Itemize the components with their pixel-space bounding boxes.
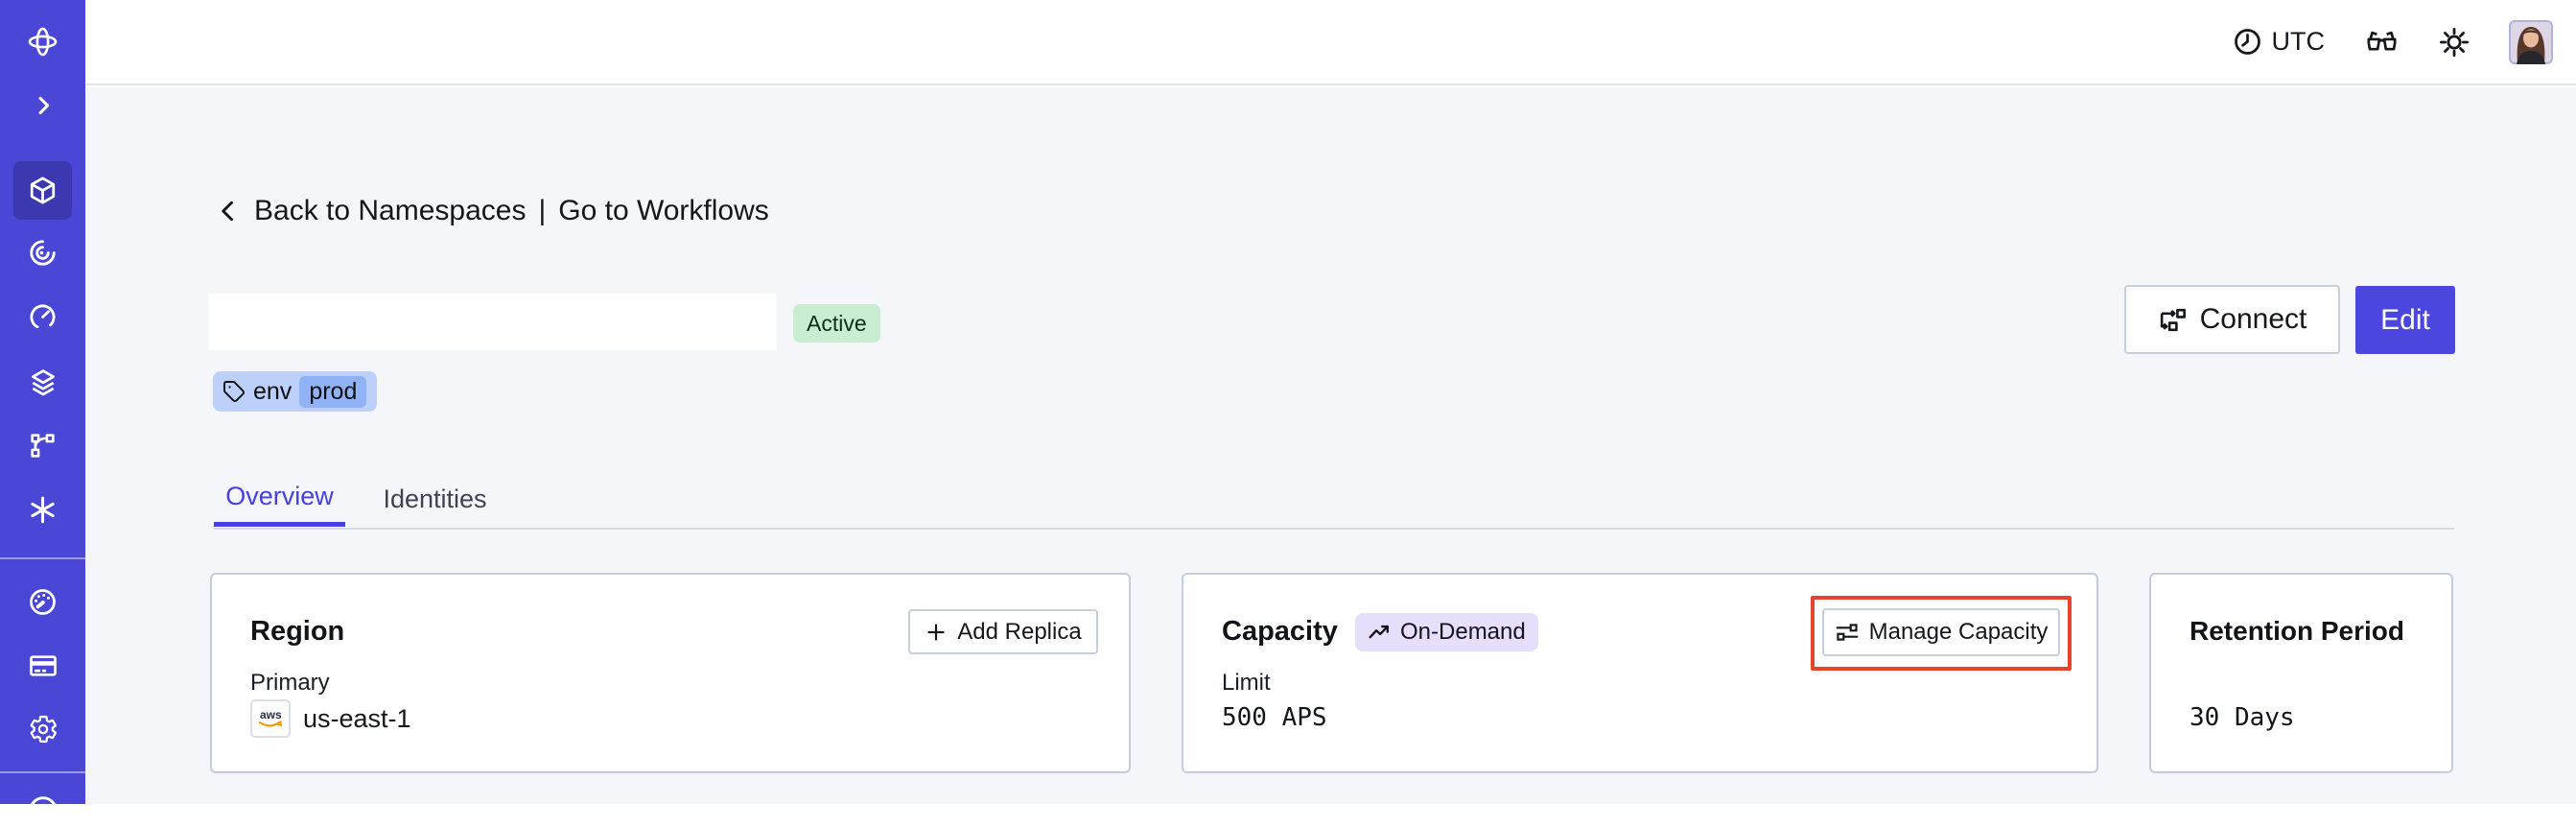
capacity-card: Capacity On-Demand Manage Capacity Limit <box>1182 573 2098 773</box>
sidebar-item-asterisk[interactable] <box>0 495 85 525</box>
tag-value-chip: prod <box>299 376 366 408</box>
namespace-name <box>209 294 777 350</box>
trend-up-icon <box>1368 621 1392 645</box>
sidebar-expand-button[interactable] <box>0 92 85 119</box>
breadcrumb-separator: | <box>538 195 546 227</box>
avatar[interactable] <box>2509 20 2553 64</box>
chevron-right-icon <box>30 92 57 119</box>
topbar-actions: UTC <box>2233 0 2554 83</box>
back-to-namespaces-link[interactable]: Back to Namespaces <box>254 195 526 227</box>
glasses-icon[interactable] <box>2364 28 2400 56</box>
connect-button[interactable]: Connect <box>2124 285 2340 354</box>
sidebar-item-swirl[interactable] <box>0 238 85 268</box>
primary-label: Primary <box>250 669 330 697</box>
theme-sun-icon[interactable] <box>2439 27 2470 58</box>
timezone-label: UTC <box>2272 27 2326 57</box>
sidebar-item-branch[interactable] <box>0 431 85 461</box>
connect-label: Connect <box>2200 303 2307 336</box>
region-value: us-east-1 <box>303 704 411 734</box>
swirl-icon <box>28 238 58 268</box>
sidebar-item-layers[interactable] <box>0 366 85 397</box>
on-demand-label: On-Demand <box>1400 619 1526 646</box>
tab-underline-track <box>214 528 2454 530</box>
sidebar-divider <box>0 771 85 773</box>
capacity-value: 500 APS <box>1222 697 1327 738</box>
layers-icon <box>28 366 59 397</box>
tab-overview[interactable]: Overview <box>214 471 345 527</box>
asterisk-icon <box>28 495 58 525</box>
cube-icon <box>27 175 59 206</box>
on-demand-badge: On-Demand <box>1355 613 1538 651</box>
svg-text:aws: aws <box>260 708 282 721</box>
region-card-title: Region <box>250 615 344 648</box>
person-icon <box>27 794 59 827</box>
topbar: UTC <box>85 0 2576 85</box>
tab-overview-label: Overview <box>225 482 334 511</box>
region-card: Region Add Replica Primary aws us-east-1 <box>210 573 1131 773</box>
sidebar-item-billing[interactable] <box>0 650 85 681</box>
retention-value: 30 Days <box>2190 697 2295 738</box>
plus-icon <box>925 621 948 644</box>
temporal-logo-icon <box>27 26 59 58</box>
namespace-tag: env prod <box>213 371 377 412</box>
manage-capacity-button[interactable]: Manage Capacity <box>1822 608 2060 656</box>
sliders-icon <box>1835 620 1860 645</box>
edit-button[interactable]: Edit <box>2355 286 2455 354</box>
limit-label: Limit <box>1222 669 1271 697</box>
branch-icon <box>28 431 58 461</box>
tag-icon <box>222 380 246 403</box>
sidebar <box>0 0 85 804</box>
manage-capacity-label: Manage Capacity <box>1869 619 2049 646</box>
sidebar-divider <box>0 557 85 559</box>
add-replica-button[interactable]: Add Replica <box>908 609 1098 654</box>
aws-logo: aws <box>250 699 291 738</box>
tag-key: env <box>253 378 292 406</box>
add-replica-label: Add Replica <box>957 619 1081 646</box>
gear-icon <box>28 714 59 744</box>
breadcrumb: Back to Namespaces | Go to Workflows <box>215 195 769 227</box>
tab-identities[interactable]: Identities <box>372 471 498 527</box>
sidebar-item-settings[interactable] <box>0 714 85 744</box>
connect-flow-icon <box>2158 305 2188 335</box>
sidebar-item-namespaces[interactable] <box>13 161 72 220</box>
timer-icon <box>28 302 58 332</box>
gauge-icon <box>28 587 58 617</box>
retention-card-title: Retention Period <box>2190 615 2404 648</box>
status-badge: Active <box>793 304 880 343</box>
sidebar-item-home[interactable] <box>0 26 85 58</box>
credit-card-icon <box>28 650 59 681</box>
capacity-card-title: Capacity <box>1222 615 1338 648</box>
clock-icon <box>2233 27 2262 57</box>
sidebar-item-timer[interactable] <box>0 302 85 332</box>
tab-identities-label: Identities <box>383 484 486 514</box>
sidebar-item-profile[interactable] <box>0 794 85 827</box>
sidebar-item-usage[interactable] <box>0 587 85 617</box>
chevron-left-icon[interactable] <box>215 198 242 224</box>
timezone-selector[interactable]: UTC <box>2233 27 2326 57</box>
retention-card: Retention Period 30 Days <box>2149 573 2453 773</box>
edit-label: Edit <box>2380 304 2430 337</box>
go-to-workflows-link[interactable]: Go to Workflows <box>558 195 769 227</box>
main-content: Back to Namespaces | Go to Workflows Act… <box>85 87 2576 804</box>
